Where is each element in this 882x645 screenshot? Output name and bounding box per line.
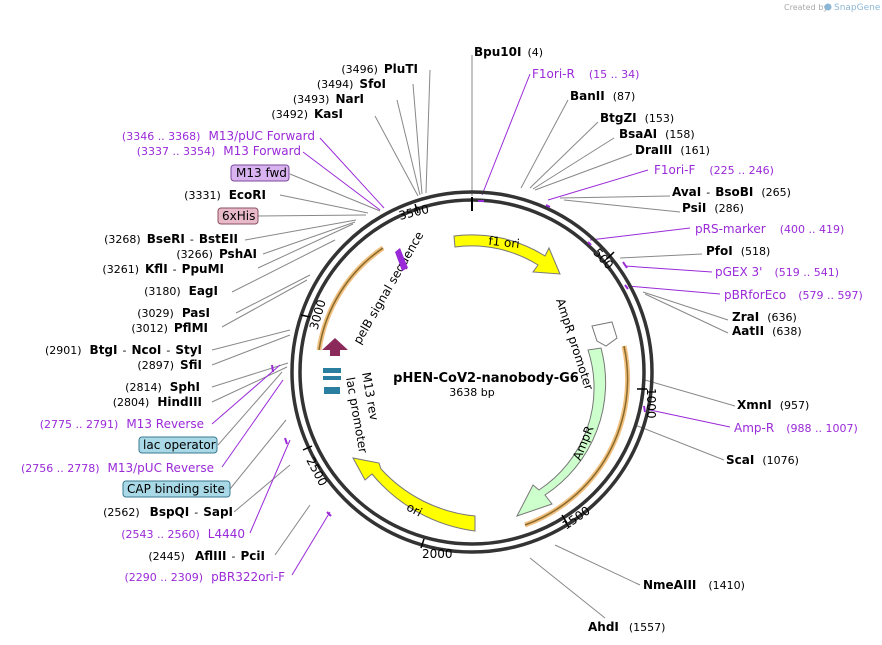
primer-pgex-3: pGEX 3'(519 .. 541) [715, 265, 839, 279]
f1-ori-arrow [453, 234, 561, 275]
site-scai: ScaI(1076) [726, 453, 799, 467]
backbone-outer [290, 190, 654, 554]
primer-m13-puc-forward: (3346 .. 3368)M13/pUC Forward [122, 129, 315, 143]
site-nari: (3493)NarI [293, 92, 364, 106]
lac-operator-mark [323, 368, 341, 373]
primer-m13-reverse: (2775 .. 2791)M13 Reverse [40, 417, 204, 431]
primer-amp-r: Amp-R(988 .. 1007) [734, 421, 858, 435]
primer-m13-forward: (3337 .. 3354)M13 Forward [137, 144, 301, 158]
box-6xhis-label: 6xHis [222, 209, 255, 223]
site-sfii: (2897)SfiI [137, 358, 202, 372]
credit-prefix: Created by [784, 3, 828, 12]
pelb-label: pelB signal sequence [350, 229, 426, 346]
site-pflmi: (3012)PflMI [131, 321, 208, 335]
primer-f1ori-f: F1ori-F(225 .. 246) [654, 163, 774, 177]
primer-pbr322ori-f: (2290 .. 2309)pBR322ori-F [125, 570, 286, 584]
primer-f1ori-r: F1ori-R(15 .. 34) [532, 67, 639, 81]
his-tag-mark [395, 248, 408, 271]
site-eagi: (3180)EagI [144, 284, 218, 298]
site-bsaai: BsaAI(158) [619, 127, 695, 141]
site-pfoi: PfoI(518) [706, 244, 770, 258]
ori-label: ori [404, 500, 424, 520]
site-nmeaiii: NmeAIII(1410) [643, 578, 745, 592]
primer-l4440: (2543 .. 2560)L4440 [121, 527, 245, 541]
tick-label-1000: 1000 [644, 388, 658, 419]
site-bpu10i: Bpu10I(4) [474, 45, 543, 59]
ampr-orf-line [524, 345, 629, 526]
site-zrai: ZraI(636) [732, 310, 797, 324]
primer-leader-lines [211, 73, 731, 576]
site-leader-lines [211, 55, 736, 619]
f1-ori-label: f1 ori [488, 234, 521, 251]
pelb-orf-line [318, 247, 384, 351]
site-bspqi-sapi: (2562)BspQI-SapI [103, 505, 233, 519]
site-bseri-bsteii: (3268)BseRI-BstEII [104, 232, 238, 246]
site-sphi: (2814)SphI [125, 380, 200, 394]
box-cap-binding-site [122, 480, 231, 498]
site-psii: PsiI(286) [682, 201, 744, 215]
feature-box-leaders [217, 173, 381, 490]
site-sfoi: (3494)SfoI [317, 77, 386, 91]
site-afliii-pcii: (2445)AflIII-PciI [148, 549, 265, 563]
primer-m13-puc-reverse: (2756 .. 2778)M13/pUC Reverse [21, 461, 214, 475]
primer-marks [271, 200, 646, 517]
position-ticks [300, 203, 647, 549]
m13-rev-mark [324, 387, 340, 394]
pelb-arrow [322, 338, 348, 356]
site-kfli-ppumi: (3261)KflI-PpuMI [102, 262, 224, 276]
site-aatii: AatII(638) [732, 324, 802, 338]
site-btgi-ncoi-styi: (2901)BtgI-NcoI-StyI [45, 343, 202, 357]
ampr-arrow [515, 347, 607, 517]
primer-prs-marker: pRS-marker(400 .. 419) [695, 222, 844, 236]
site-draiii: DraIII(161) [635, 143, 710, 157]
site-pluti: (3496)PluTI [341, 62, 418, 76]
cap-site-mark [323, 376, 341, 380]
site-pshai: (3266)PshAI [176, 247, 257, 261]
plasmid-name: pHEN-CoV2-nanobody-G6 [393, 371, 579, 386]
site-ecori: (3331)EcoRI [184, 188, 266, 202]
site-hindiii: (2804)HindIII [113, 395, 202, 409]
box-m13-fwd-label: M13 fwd [236, 166, 287, 180]
box-cap-binding-site-label: CAP binding site [127, 482, 225, 496]
site-banii: BanII(87) [570, 89, 635, 103]
site-xmni: XmnI(957) [737, 398, 809, 412]
box-m13-fwd [230, 164, 290, 182]
box-6xhis [217, 207, 259, 225]
box-lac-operator [138, 436, 218, 454]
ori-arrow [352, 457, 476, 532]
box-lac-operator-label: lac operator [143, 438, 216, 452]
ampr-promoter-arrow [591, 321, 618, 347]
ampr-label: AmpR [570, 424, 596, 462]
primer-pbrforeco: pBRforEco(579 .. 597) [724, 288, 863, 302]
site-avai-bsobi: AvaI-BsoBI(265) [672, 185, 791, 199]
snapgene-logo-icon [824, 3, 832, 11]
site-kasi: (3492)KasI [271, 107, 343, 121]
site-ahdi: AhdI(1557) [588, 620, 665, 634]
plasmid-size: 3638 bp [449, 386, 494, 399]
site-btgzi: BtgZI(153) [600, 111, 674, 125]
tick-label-2000: 2000 [422, 547, 453, 561]
site-pasi: (3029)PasI [137, 306, 210, 320]
credit-brand: SnapGene [834, 3, 881, 13]
